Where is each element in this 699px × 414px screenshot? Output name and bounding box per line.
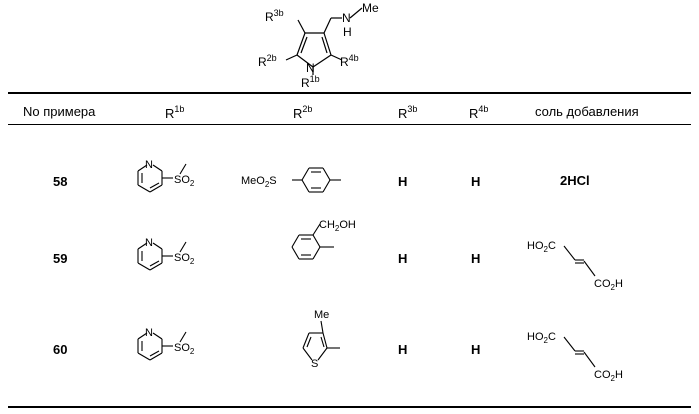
scaffold-structure: R3b R2b R4b N R1b N H Me [0,0,699,100]
header-example-no: No примера [23,104,95,119]
scaffold-h-label: H [343,25,352,39]
row-58-pyridine-n: N [145,159,153,171]
row-59-r2b-structure: CH2OH [280,216,380,286]
row-59-pyridine-n: N [145,237,153,249]
row-59-salt-fumaric: HO2C CO2H [520,232,640,296]
row-60-so2: SO2 [174,342,195,356]
row-60-r2b-structure: Me S [295,305,375,375]
header-r1b: R1b [165,104,184,121]
header-r3b: R3b [398,104,417,121]
row-60-pyridine-n: N [145,327,153,339]
row-58-r1b-structure: N SO2 [130,148,230,208]
header-r4b: R4b [469,104,488,121]
header-salt: соль добавления [535,104,639,119]
header-r2b: R2b [293,104,312,121]
table-top-rule [8,92,691,94]
row-60-r4b: H [471,342,480,357]
row-58-salt: 2HCl [560,173,590,188]
row-58-r3b: H [398,174,407,189]
scaffold-me-label: Me [362,1,379,15]
row-59-number: 59 [53,251,67,266]
row-59-r3b: H [398,251,407,266]
row-58-r2b-structure: MeO2S [238,158,368,202]
row-60-me: Me [314,309,329,321]
scaffold-r4-label: R4b [340,53,359,69]
scaffold-r3-label: R3b [265,8,284,24]
row-60-salt-top: HO2C [527,331,556,345]
row-60-r1b-structure: N SO2 [130,316,230,376]
row-58-so2: SO2 [174,174,195,188]
scaffold-nh-label: N [342,11,351,25]
scaffold-r2-label: R2b [258,53,277,69]
row-60-salt-fumaric: HO2C CO2H [520,323,640,387]
row-58-number: 58 [53,174,67,189]
row-58-meo2s: MeO2S [241,175,277,189]
row-59-r1b-structure: N SO2 [130,226,230,286]
row-60-number: 60 [53,342,67,357]
row-59-ch2oh: CH2OH [319,219,356,233]
row-60-r3b: H [398,342,407,357]
row-59-r4b: H [471,251,480,266]
scaffold-ring-n: N [306,61,315,75]
scaffold-r1-label: R1b [301,74,320,90]
table-header-rule [8,124,691,125]
row-59-so2: SO2 [174,252,195,266]
row-59-salt-top: HO2C [527,240,556,254]
row-60-salt-bottom: CO2H [594,369,623,383]
table-bottom-rule [8,406,691,408]
row-58-r4b: H [471,174,480,189]
row-60-thiophene-s: S [311,358,318,370]
row-59-salt-bottom: CO2H [594,278,623,292]
